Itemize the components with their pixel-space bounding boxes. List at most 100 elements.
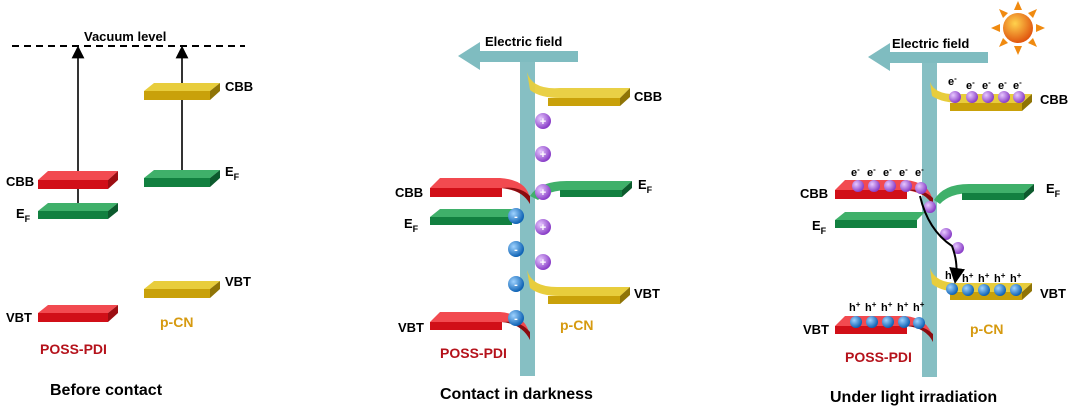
hole-dot: [913, 317, 925, 329]
ef-label-left: EF: [16, 206, 31, 224]
negative-charges: - - - -: [508, 208, 524, 326]
pcn-cbb-band: [527, 72, 630, 106]
sun-icon: [991, 1, 1045, 55]
hole-dot: [994, 284, 1006, 296]
ef-label-right: EF: [1046, 181, 1061, 199]
electron-dot: [940, 228, 952, 240]
interface-bar: [520, 56, 535, 376]
positive-charge: +: [535, 113, 551, 129]
svg-text:-: -: [514, 279, 518, 291]
svg-text:h+: h+: [897, 300, 909, 314]
caption-before-contact: Before contact: [50, 382, 163, 399]
negative-charge: -: [508, 208, 524, 224]
ef-label-right: EF: [638, 177, 653, 195]
charge-transfer-arrow: [919, 195, 966, 284]
hole-dot: [898, 316, 910, 328]
caption-contact-darkness: Contact in darkness: [440, 386, 593, 403]
svg-text:h+: h+: [945, 268, 957, 282]
cbb-label-left: CBB: [395, 185, 423, 200]
electron-labels-pcn: e- e- e- e- e-: [948, 74, 1022, 92]
poss-pdi-ef-band: [430, 209, 520, 225]
svg-text:e-: e-: [948, 74, 957, 88]
svg-text:h+: h+: [849, 300, 861, 314]
svg-text:h+: h+: [913, 300, 925, 314]
vbt-label-left: VBT: [6, 310, 32, 325]
electrons-pcn-cbb: [949, 91, 1025, 103]
poss-pdi-vbt-slab: [38, 305, 118, 322]
poss-pdi-cbb-band: [430, 178, 530, 204]
hole-dot: [962, 284, 974, 296]
negative-charge: -: [508, 241, 524, 257]
electron-dot: [952, 242, 964, 254]
caption-light-irradiation: Under light irradiation: [830, 389, 997, 406]
material-label-pcn: p-CN: [560, 317, 593, 333]
electron-dot: [982, 91, 994, 103]
electric-field-arrow: [868, 43, 988, 71]
electron-dot: [949, 91, 961, 103]
poss-pdi-vbt-band: [430, 312, 530, 340]
poss-pdi-ef-band: [835, 212, 925, 228]
interface-bar: [922, 57, 937, 377]
svg-text:e-: e-: [899, 165, 908, 179]
material-label-poss-pdi: POSS-PDI: [845, 349, 912, 365]
hole-dot: [946, 283, 958, 295]
material-label-poss-pdi: POSS-PDI: [440, 345, 507, 361]
hole-dot: [866, 316, 878, 328]
svg-text:e-: e-: [966, 78, 975, 92]
svg-text:e-: e-: [1013, 78, 1022, 92]
svg-text:h+: h+: [994, 271, 1006, 285]
ef-label-left: EF: [812, 218, 827, 236]
electric-field-label: Electric field: [892, 36, 969, 51]
holes-pcn-vbt: [946, 283, 1022, 296]
positive-charges: + + + + +: [535, 113, 551, 270]
electron-dot: [966, 91, 978, 103]
positive-charge: +: [535, 254, 551, 270]
svg-text:+: +: [540, 187, 546, 199]
svg-text:e-: e-: [883, 165, 892, 179]
vacuum-level-label: Vacuum level: [84, 29, 166, 44]
poss-pdi-ef-slab: [38, 203, 118, 219]
positive-charge: +: [535, 219, 551, 235]
material-label-pcn: p-CN: [160, 314, 193, 330]
hole-dot: [850, 316, 862, 328]
hole-labels-pcn: h+ h+ h+ h+ h+: [945, 268, 1022, 285]
material-label-pcn: p-CN: [970, 321, 1003, 337]
pcn-cbb-slab: [144, 83, 220, 100]
holes-poss-pdi-vbt: [850, 316, 925, 329]
pcn-ef-band: [530, 180, 632, 200]
electron-dot: [884, 180, 896, 192]
panel-before-contact: Vacuum level: [6, 29, 253, 399]
svg-text:+: +: [540, 222, 546, 234]
svg-text:h+: h+: [1010, 271, 1022, 285]
ef-label-left: EF: [404, 216, 419, 234]
negative-charge: -: [508, 276, 524, 292]
poss-pdi-cbb-slab: [38, 171, 118, 189]
transfer-electrons: [924, 201, 964, 254]
svg-text:e-: e-: [982, 78, 991, 92]
vbt-label-left: VBT: [803, 322, 829, 337]
positive-charge: +: [535, 184, 551, 200]
electron-dot: [915, 182, 927, 194]
electric-field-label: Electric field: [485, 34, 562, 49]
svg-text:e-: e-: [998, 78, 1007, 92]
svg-text:h+: h+: [962, 271, 974, 285]
electron-dot: [900, 180, 912, 192]
pcn-vbt-band: [527, 270, 630, 304]
cbb-label-left: CBB: [800, 186, 828, 201]
pcn-ef-band: [934, 183, 1034, 204]
svg-text:-: -: [514, 244, 518, 256]
electron-labels-poss-pdi: e- e- e- e- e-: [851, 165, 924, 179]
hole-dot: [978, 284, 990, 296]
svg-text:-: -: [514, 211, 518, 223]
svg-text:+: +: [540, 116, 546, 128]
electron-dot: [852, 180, 864, 192]
svg-text:h+: h+: [865, 300, 877, 314]
svg-text:h+: h+: [881, 300, 893, 314]
panel-contact-darkness: Electric field: [395, 34, 662, 403]
svg-text:e-: e-: [851, 165, 860, 179]
svg-text:+: +: [540, 257, 546, 269]
electron-dot: [998, 91, 1010, 103]
pcn-vbt-slab: [144, 281, 220, 298]
cbb-label-left: CBB: [6, 174, 34, 189]
panel-light-irradiation: Electric field: [800, 1, 1068, 406]
